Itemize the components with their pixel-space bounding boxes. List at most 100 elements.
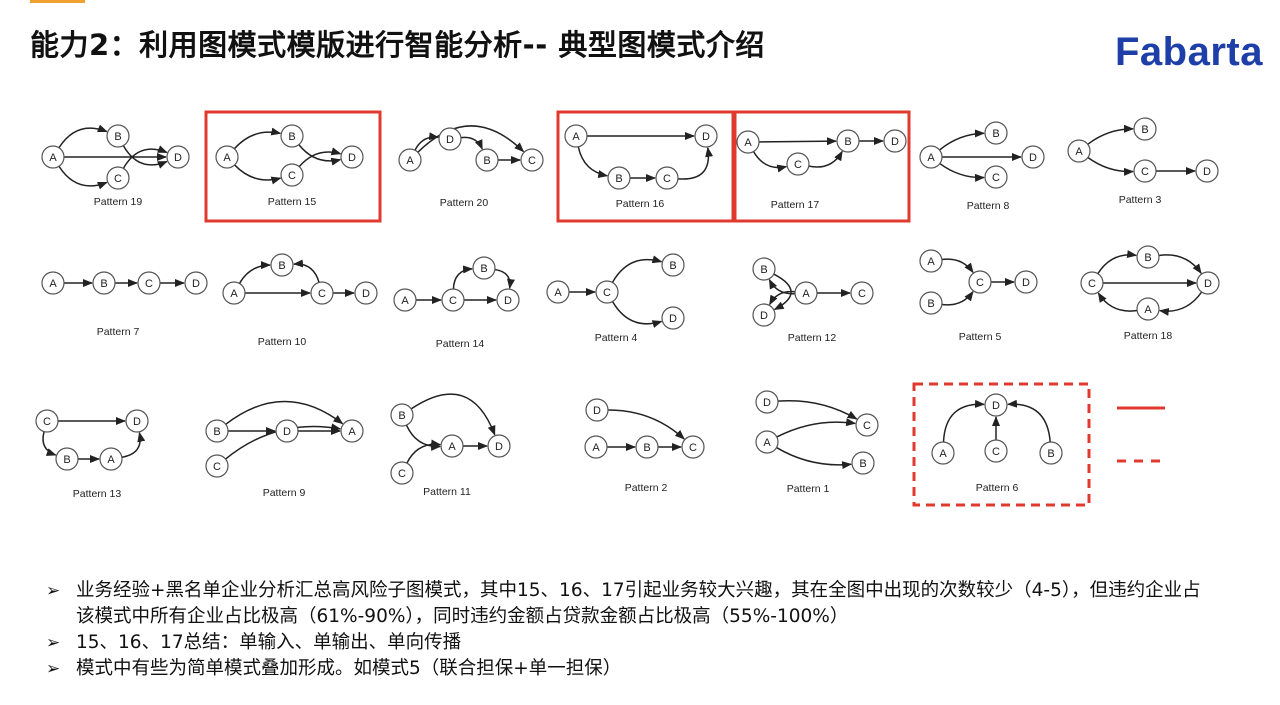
node-label: C bbox=[398, 468, 406, 480]
node-label: C bbox=[603, 287, 611, 299]
graph-node bbox=[441, 288, 465, 312]
graph-node bbox=[850, 281, 874, 305]
edge-arrow bbox=[410, 393, 496, 436]
node-label: C bbox=[288, 170, 296, 182]
node-label: A bbox=[107, 454, 115, 466]
graph-node bbox=[919, 291, 943, 315]
node-label: B bbox=[669, 260, 676, 272]
pattern-name: Pattern 1 bbox=[787, 483, 830, 495]
edge-arrow bbox=[225, 400, 344, 425]
edge-arrow bbox=[939, 162, 986, 182]
edge-arrow bbox=[121, 431, 146, 458]
edge-arrow bbox=[677, 146, 714, 180]
node-label: B bbox=[927, 298, 934, 310]
graph-node bbox=[1014, 270, 1038, 294]
graph-node bbox=[475, 148, 499, 172]
node-label: C bbox=[858, 288, 866, 300]
node-label: A bbox=[1075, 146, 1083, 158]
graph-node bbox=[855, 413, 879, 437]
node-label: D bbox=[1022, 277, 1030, 289]
graph-node bbox=[215, 145, 239, 169]
edge-arrow bbox=[122, 145, 168, 169]
slide-title: 能力2：利用图模式模版进行智能分析-- 典型图模式介绍 bbox=[30, 28, 765, 62]
graph-node bbox=[1133, 159, 1157, 183]
node-label: A bbox=[939, 448, 947, 460]
node-label: D bbox=[702, 131, 710, 143]
edge-arrow bbox=[942, 399, 986, 443]
node-label: B bbox=[844, 136, 851, 148]
node-label: B bbox=[1144, 252, 1151, 264]
pattern-name: Pattern 13 bbox=[73, 488, 122, 500]
graph-node bbox=[106, 166, 130, 190]
node-label: D bbox=[348, 152, 356, 164]
node-label: A bbox=[763, 437, 771, 449]
node-label: C bbox=[663, 173, 671, 185]
node-label: D bbox=[495, 441, 503, 453]
node-label: C bbox=[145, 278, 153, 290]
pattern-name: Pattern 9 bbox=[263, 487, 306, 499]
node-label: D bbox=[763, 397, 771, 409]
graph-node bbox=[496, 288, 520, 312]
edge-arrow bbox=[777, 400, 858, 420]
graph-node bbox=[1196, 271, 1220, 295]
graph-node bbox=[681, 435, 705, 459]
pattern-name: Pattern 3 bbox=[1119, 194, 1162, 206]
graph-node bbox=[984, 393, 1008, 417]
top-accent-bar bbox=[30, 0, 85, 3]
edge-arrow bbox=[577, 146, 609, 179]
highlight-frame bbox=[204, 110, 382, 223]
pattern-name: Pattern 16 bbox=[616, 198, 665, 210]
node-label: B bbox=[643, 442, 650, 454]
node-label: B bbox=[63, 454, 70, 466]
graph-node bbox=[661, 306, 685, 330]
node-label: D bbox=[192, 278, 200, 290]
graph-node bbox=[125, 409, 149, 433]
graph-node bbox=[968, 270, 992, 294]
bullet-item: ➢15、16、17总结：单输入、单输出、单向传播 bbox=[46, 630, 1216, 656]
graph-node bbox=[883, 129, 907, 153]
graph-node bbox=[99, 447, 123, 471]
node-label: A bbox=[49, 152, 57, 164]
node-label: C bbox=[449, 295, 457, 307]
edge-arrow bbox=[611, 301, 663, 328]
graph-node bbox=[564, 124, 588, 148]
graph-node bbox=[607, 166, 631, 190]
graph-node bbox=[755, 430, 779, 454]
graph-node bbox=[752, 303, 776, 327]
node-label: B bbox=[398, 410, 405, 422]
graph-node bbox=[919, 249, 943, 273]
edge-arrow bbox=[233, 127, 282, 150]
edge-arrow bbox=[42, 431, 57, 456]
graph-node bbox=[836, 129, 860, 153]
edge-arrow bbox=[758, 137, 838, 146]
graph-node bbox=[919, 145, 943, 169]
pattern-name: Pattern 10 bbox=[258, 336, 307, 348]
node-label: C bbox=[992, 172, 1000, 184]
node-label: B bbox=[992, 128, 999, 140]
edge-arrow bbox=[405, 424, 442, 451]
graph-node bbox=[205, 419, 229, 443]
highlight-frame bbox=[556, 110, 735, 223]
edge-arrow bbox=[1158, 291, 1203, 316]
graph-node bbox=[546, 280, 570, 304]
graph-node bbox=[755, 390, 779, 414]
edge-arrow bbox=[238, 261, 271, 284]
highlight-frame bbox=[912, 382, 1091, 507]
edge-arrow bbox=[939, 129, 986, 151]
edge-arrow bbox=[58, 165, 108, 190]
graph-node bbox=[1133, 117, 1157, 141]
node-label: C bbox=[318, 288, 326, 300]
graph-node bbox=[440, 434, 464, 458]
graph-node bbox=[310, 281, 334, 305]
node-label: C bbox=[794, 159, 802, 171]
